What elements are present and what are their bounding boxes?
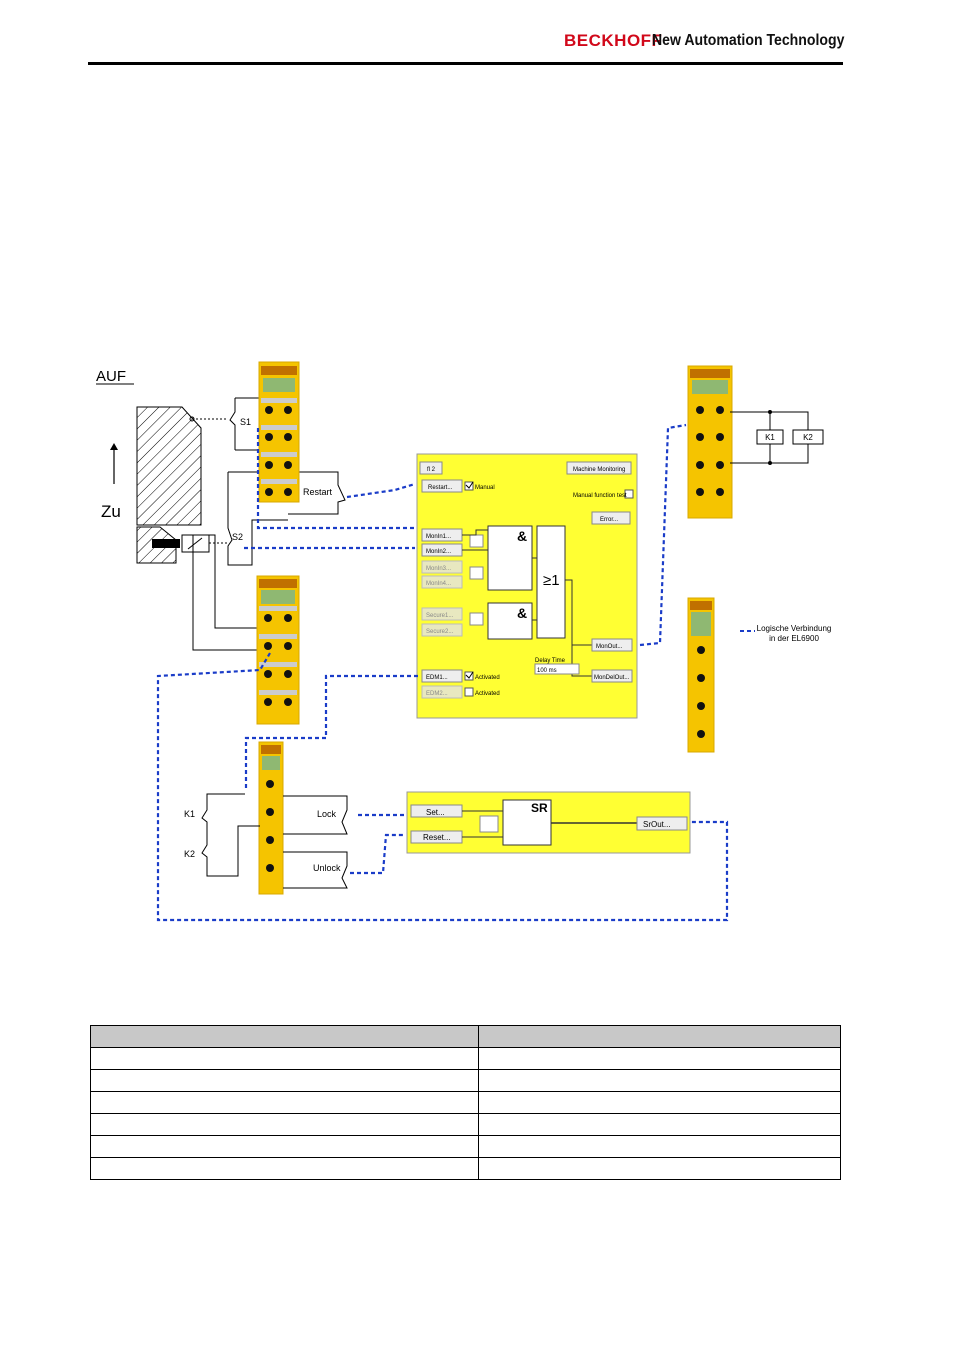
table-cell xyxy=(478,1069,841,1092)
table-cell xyxy=(90,1047,479,1070)
delay-time-label: Delay Time xyxy=(535,658,566,664)
table-header-cell xyxy=(90,1025,479,1048)
table-row xyxy=(90,1113,841,1136)
door-close-label: Zu xyxy=(101,502,121,521)
table-cell xyxy=(478,1135,841,1158)
unlock-label: Unlock xyxy=(313,863,341,873)
or-symbol: ≥1 xyxy=(543,572,560,589)
table-row xyxy=(90,1157,841,1180)
machine-monitoring-panel: & & ≥1 xyxy=(416,453,638,719)
edm1-button[interactable]: EDM1... xyxy=(426,675,448,681)
manual-checkbox-label: Manual xyxy=(475,485,495,491)
sr-block-label: SR xyxy=(531,801,548,815)
table-header-cell xyxy=(478,1025,841,1048)
contact-k1-label: K1 xyxy=(184,809,195,819)
fb-tab: fl 2 xyxy=(427,467,436,473)
relay-k1-label: K1 xyxy=(765,433,775,442)
monin4-button[interactable]: MonIn4... xyxy=(426,581,451,587)
output-terminal-2 xyxy=(687,365,733,519)
sensor-s2-label: S2 xyxy=(232,532,243,542)
sensor-s1-label: S1 xyxy=(240,417,251,427)
monin1-button[interactable]: MonIn1... xyxy=(426,534,451,540)
sr-reset-button[interactable]: Reset... xyxy=(423,833,451,842)
input-terminal-2 xyxy=(258,741,284,895)
table-cell xyxy=(90,1069,479,1092)
error-button[interactable]: Error... xyxy=(600,517,618,523)
edm2-button[interactable]: EDM2... xyxy=(426,691,448,697)
logical-links xyxy=(156,423,729,922)
monin3-button[interactable]: MonIn3... xyxy=(426,566,451,572)
table-cell xyxy=(90,1091,479,1114)
wiring-diagram: AUF Zu S1 S2 Restart xyxy=(96,361,832,922)
restart-button[interactable]: Restart... xyxy=(428,485,453,491)
and-symbol-2: & xyxy=(517,605,527,621)
table-cell xyxy=(478,1157,841,1180)
output-terminal-1 xyxy=(256,575,300,725)
sr-set-button[interactable]: Set... xyxy=(426,808,445,817)
table-cell xyxy=(478,1047,841,1070)
relay-k2-label: K2 xyxy=(803,433,813,442)
brand-logo: BECKHOFF xyxy=(564,31,663,50)
header-rule xyxy=(88,62,843,65)
sr-panel xyxy=(406,791,691,854)
secure2-button[interactable]: Secure2... xyxy=(426,629,454,635)
table-header-row xyxy=(90,1025,841,1048)
check-icon xyxy=(465,671,474,679)
mondelout-button[interactable]: MonDelOut... xyxy=(594,675,630,681)
table-row xyxy=(90,1069,841,1092)
table-cell xyxy=(478,1113,841,1136)
and-symbol-1: & xyxy=(517,528,527,544)
input-terminal-1 xyxy=(258,361,300,503)
logic-note-line1: Logische Verbindung xyxy=(757,624,832,633)
manual-function-test-label: Manual function test xyxy=(573,493,627,499)
brand-tagline: New Automation Technology xyxy=(652,32,845,49)
signal-table xyxy=(90,1025,841,1180)
lock-label: Lock xyxy=(317,809,337,819)
table-cell xyxy=(478,1091,841,1114)
check-icon xyxy=(465,481,474,489)
safety-door xyxy=(136,406,202,526)
secure1-button[interactable]: Secure1... xyxy=(426,613,454,619)
sr-output-button[interactable]: SrOut... xyxy=(643,820,671,829)
table-row xyxy=(90,1091,841,1114)
table-row xyxy=(90,1047,841,1070)
contact-k2-label: K2 xyxy=(184,849,195,859)
machine-monitoring-button[interactable]: Machine Monitoring xyxy=(573,467,625,473)
delay-time-field[interactable]: 100 ms xyxy=(537,668,557,674)
activated-checkbox-1-label: Activated xyxy=(475,675,500,681)
restart-label: Restart xyxy=(303,487,333,497)
table-cell xyxy=(90,1135,479,1158)
monout-button[interactable]: MonOut... xyxy=(596,644,623,650)
table-cell xyxy=(90,1113,479,1136)
activated-checkbox-2-label: Activated xyxy=(475,691,500,697)
lock-bolt xyxy=(152,539,180,548)
table-cell xyxy=(90,1157,479,1180)
logic-note-line2: in der EL6900 xyxy=(769,634,819,643)
table-row xyxy=(90,1135,841,1158)
monin2-button[interactable]: MonIn2... xyxy=(426,549,451,555)
logic-terminal-el6900 xyxy=(687,597,715,753)
door-open-label: AUF xyxy=(96,368,126,385)
